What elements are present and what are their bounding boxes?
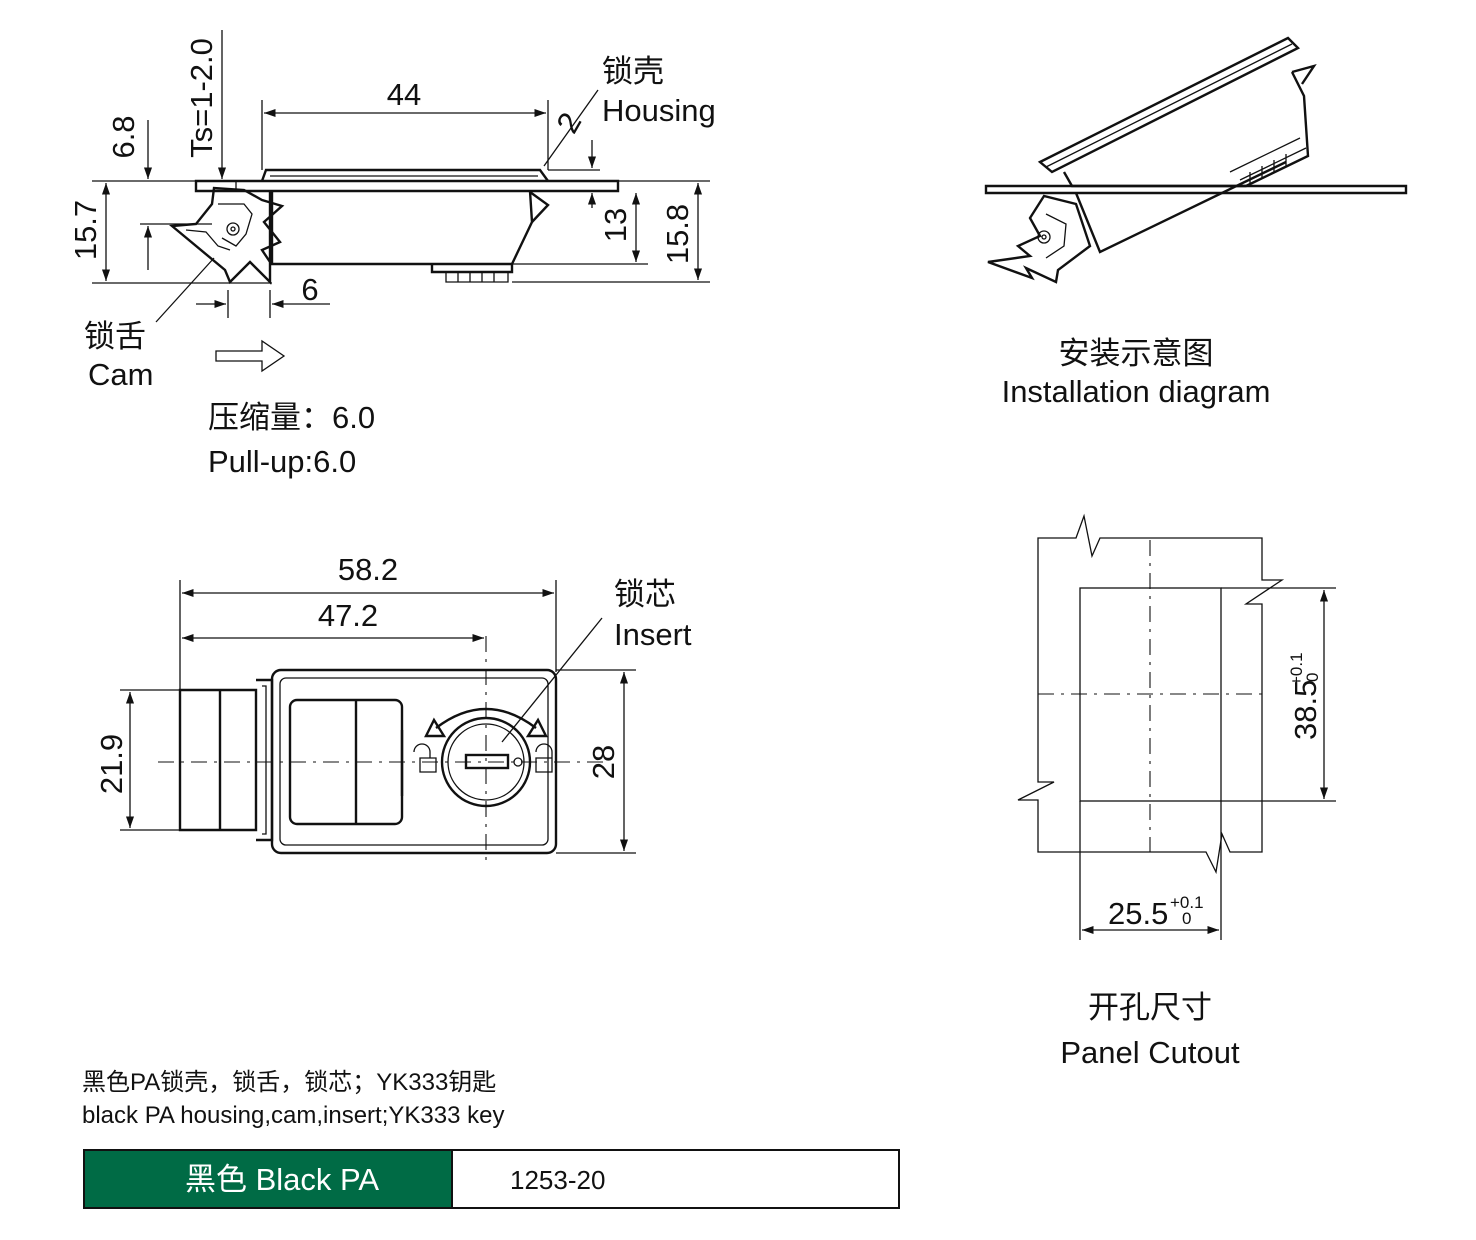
- pullup-label-cn: 压缩量：6.0: [208, 400, 375, 435]
- dim-28: 28: [586, 745, 621, 779]
- cutout-width-value: 25.5: [1108, 896, 1168, 931]
- material-label: 黑色 Black PA: [185, 1162, 379, 1197]
- dim-21-9: 21.9: [94, 734, 129, 794]
- cam-label-en: Cam: [88, 357, 153, 392]
- cutout-width-tol-minus: 0: [1182, 909, 1191, 928]
- housing-label-cn: 锁壳: [602, 54, 664, 89]
- dim-13: 13: [598, 208, 633, 242]
- material-note-cn: 黑色PA锁壳，锁舌，锁芯；YK333钥匙: [82, 1069, 496, 1096]
- dim-15-7: 15.7: [68, 200, 103, 260]
- insert-label-en: Insert: [614, 617, 692, 652]
- cutout-height-value: 38.5: [1288, 680, 1323, 740]
- cutout-height-tol-minus: 0: [1303, 673, 1322, 682]
- cutout-height-tol-plus: +0.1: [1287, 652, 1306, 686]
- dim-6-8: 6.8: [106, 115, 141, 158]
- material-cell: [84, 1150, 452, 1208]
- dim-6: 6: [301, 272, 318, 307]
- pullup-label-en: Pull-up:6.0: [208, 444, 356, 479]
- dim-ts: Ts=1-2.0: [184, 38, 219, 158]
- part-number: 1253-20: [510, 1165, 605, 1195]
- cutout-width-tol-plus: +0.1: [1170, 893, 1204, 912]
- install-title-en: Installation diagram: [1002, 374, 1271, 409]
- front-view: 58.2 47.2 21.9 28 锁芯 Insert: [94, 552, 692, 866]
- side-view: Ts=1-2.0 44 6.8 15.7 2 13 15.8 6 锁壳 Hous…: [68, 30, 716, 479]
- dim-15-8: 15.8: [660, 204, 695, 264]
- insert-label-cn: 锁芯: [614, 577, 676, 612]
- housing-label-en: Housing: [602, 93, 716, 128]
- dim-44: 44: [387, 77, 421, 112]
- cam-label-cn: 锁舌: [84, 319, 146, 354]
- install-title-cn: 安装示意图: [1059, 336, 1214, 371]
- cutout-title-en: Panel Cutout: [1060, 1035, 1240, 1070]
- material-note-en: black PA housing,cam,insert;YK333 key: [82, 1102, 504, 1129]
- installation-diagram: 安装示意图 Installation diagram: [984, 36, 1408, 409]
- panel-cutout: 38.5 +0.1 0 25.5 +0.1 0 开孔尺寸 Panel Cutou…: [1017, 513, 1336, 1070]
- dim-58-2: 58.2: [338, 552, 398, 587]
- cutout-title-cn: 开孔尺寸: [1088, 990, 1212, 1025]
- spec-table: 黑色 Black PA 1253-20: [83, 1149, 900, 1209]
- dim-47-2: 47.2: [318, 598, 378, 633]
